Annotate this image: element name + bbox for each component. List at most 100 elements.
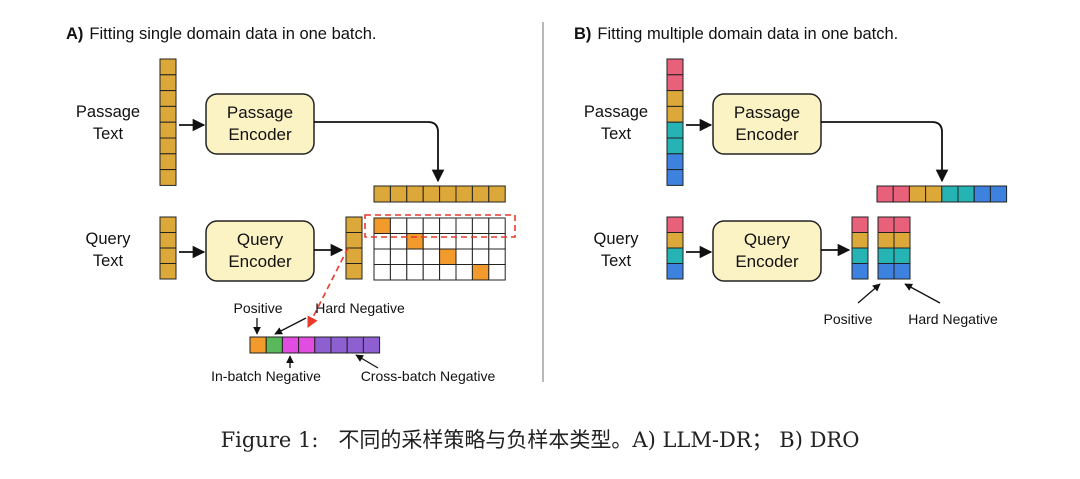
- embedding-cell: [957, 185, 975, 203]
- similarity-cell: [373, 248, 391, 265]
- highlighted-row-a: [364, 214, 516, 238]
- query-text-label-b-2: Text: [601, 252, 632, 270]
- embedding-cell: [877, 216, 895, 233]
- embedding-cell: [893, 247, 911, 264]
- query-encoder-b: [712, 220, 822, 282]
- positive-arrow-b: [857, 283, 881, 304]
- similarity-cell: [439, 233, 457, 250]
- embedding-cell: [666, 137, 684, 155]
- similarity-cell: [422, 217, 441, 234]
- similarity-cell: [422, 233, 441, 250]
- query-encoder-label-a-2: Encoder: [228, 252, 292, 271]
- embedding-cell: [298, 336, 316, 354]
- figure-caption: Figure 1: 不同的采样策略与负样本类型。A) LLM-DR； B) DR…: [220, 428, 860, 452]
- similarity-cell: [389, 233, 408, 250]
- similarity-cell: [406, 248, 424, 265]
- query-output-column-a: [345, 216, 363, 280]
- hard-negative-label-a: Hard Negative: [315, 300, 405, 316]
- similarity-cell: [422, 248, 441, 265]
- embedding-cell: [666, 58, 684, 76]
- embedding-cell: [666, 232, 684, 249]
- query-encoder-label-b: Query: [744, 230, 791, 249]
- similarity-cell: [406, 217, 424, 234]
- positive-column-b: [877, 216, 895, 280]
- query-text-label-a-2: Text: [93, 252, 124, 270]
- embedding-cell: [973, 185, 991, 203]
- passage-encoder-label-b-2: Encoder: [735, 125, 799, 144]
- embedding-cell: [908, 185, 927, 203]
- arrow-encoder-to-passage-row-a: [314, 121, 445, 183]
- red-dashed-arrow-a: [307, 247, 349, 328]
- query-text-label-a: Query: [86, 230, 132, 248]
- arrow-encoder-to-passage-row-b: [821, 121, 949, 183]
- similarity-cell: [389, 248, 408, 265]
- passage-embedding-column-a: [159, 58, 177, 186]
- similarity-cell: [471, 248, 490, 265]
- similarity-cell: [389, 217, 408, 234]
- embedding-cell: [159, 137, 177, 155]
- query-text-label-b: Query: [594, 230, 640, 248]
- similarity-cell: [488, 264, 506, 281]
- similarity-cell: [439, 264, 457, 281]
- embedding-cell: [373, 185, 391, 203]
- embedding-cell: [345, 247, 363, 264]
- similarity-cell: [488, 233, 506, 250]
- query-encoder-a: [205, 220, 315, 282]
- embedding-cell: [666, 105, 684, 123]
- passage-embedding-row-a: [373, 185, 506, 203]
- embedding-cell: [666, 263, 684, 280]
- similarity-cell: [471, 217, 490, 234]
- embedding-cell: [893, 216, 911, 233]
- cross-batch-arrow-a: [355, 354, 379, 369]
- embedding-cell: [159, 90, 177, 107]
- hard-negative-label-b: Hard Negative: [908, 311, 998, 327]
- embedding-cell: [406, 185, 424, 203]
- embedding-cell: [851, 263, 869, 280]
- embedding-cell: [851, 232, 869, 249]
- passage-encoder-label-a: Passage: [227, 103, 293, 122]
- embedding-cell: [941, 185, 959, 203]
- embedding-cell: [346, 336, 364, 354]
- embedding-cell: [666, 169, 684, 186]
- similarity-cell: [373, 264, 391, 281]
- similarity-cell: [422, 264, 441, 281]
- embedding-cell: [488, 185, 506, 203]
- embedding-cell: [989, 185, 1008, 203]
- similarity-cell: [455, 264, 473, 281]
- embedding-cell: [439, 185, 457, 203]
- embedding-cell: [314, 336, 332, 354]
- embedding-cell: [345, 216, 363, 233]
- embedding-cell: [877, 232, 895, 249]
- panel-a: A)Fitting single domain data in one batc…: [66, 25, 516, 384]
- embedding-cell: [345, 263, 363, 280]
- similarity-cell: [455, 217, 473, 234]
- embedding-cell: [362, 336, 381, 354]
- embedding-cell: [892, 185, 910, 203]
- embedding-cell: [851, 216, 869, 233]
- panel-b-title: B)Fitting multiple domain data in one ba…: [574, 25, 898, 43]
- embedding-cell: [851, 247, 869, 264]
- embedding-cell: [389, 185, 408, 203]
- embedding-cell: [666, 74, 684, 92]
- hard-negative-arrow-a: [274, 317, 307, 335]
- embedding-cell: [422, 185, 441, 203]
- embedding-cell: [876, 185, 894, 203]
- passage-encoder-label-b: Passage: [734, 103, 800, 122]
- embedding-cell: [877, 247, 895, 264]
- similarity-cell: [455, 248, 473, 265]
- positive-label-a: Positive: [233, 300, 282, 316]
- embedding-cell: [159, 153, 177, 171]
- similarity-cell: [406, 264, 424, 281]
- similarity-cell: [439, 248, 457, 265]
- embedding-cell: [471, 185, 490, 203]
- positive-label-b: Positive: [823, 311, 872, 327]
- query-embedding-column-b: [666, 216, 684, 280]
- similarity-cell: [389, 264, 408, 281]
- embedding-cell: [893, 263, 911, 280]
- query-encoder-label-b-2: Encoder: [735, 252, 799, 271]
- in-batch-negative-label-a: In-batch Negative: [211, 368, 321, 384]
- embedding-cell: [666, 90, 684, 107]
- similarity-cell: [488, 248, 506, 265]
- embedding-cell: [159, 263, 177, 280]
- passage-text-label-a-2: Text: [93, 125, 124, 143]
